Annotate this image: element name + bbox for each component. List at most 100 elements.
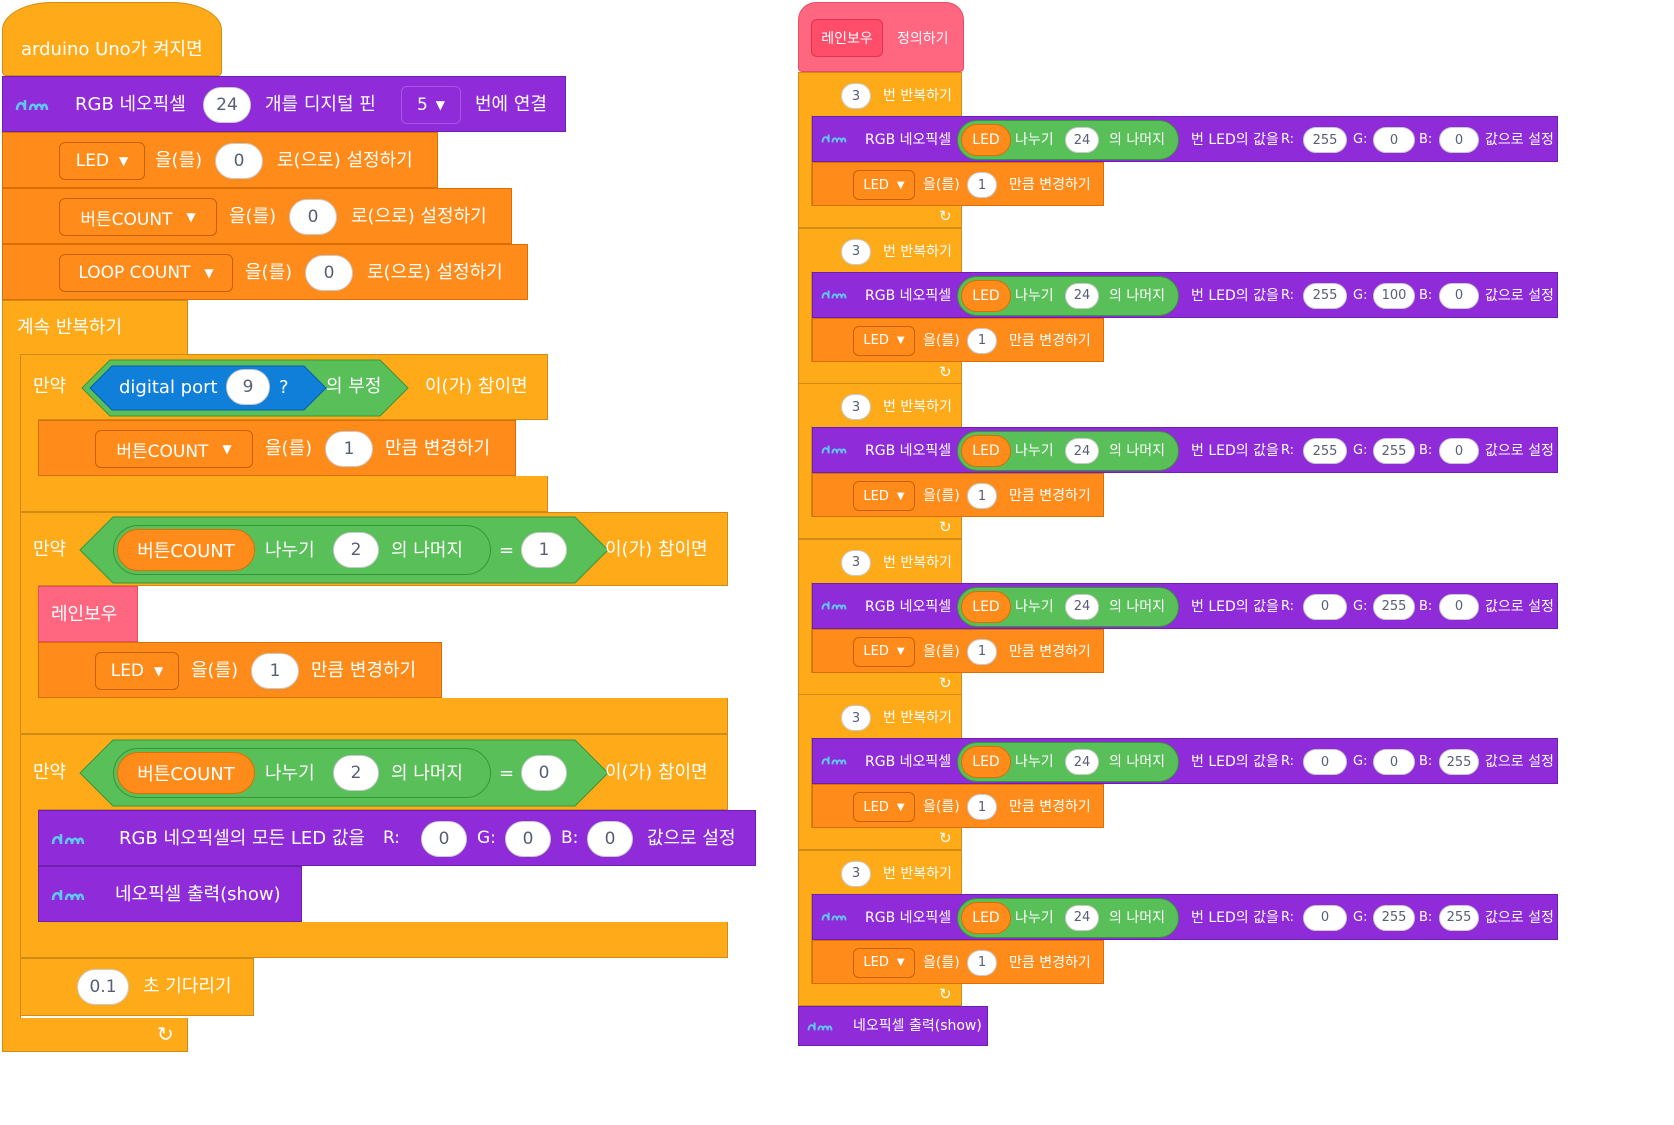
divisor-input[interactable]: 2 [333,755,379,791]
r-input[interactable]: 255 [1303,127,1347,153]
value-input[interactable]: 0 [215,143,263,179]
wait-block[interactable]: 0.1 초 기다리기 [20,958,254,1016]
value-input[interactable]: 1 [967,638,997,665]
when-arduino-on-hat-block[interactable]: arduino Uno가 켜지면 [2,2,222,76]
b-input[interactable]: 0 [1439,127,1479,153]
divisor-input[interactable]: 24 [1065,749,1099,775]
repeat-times-input[interactable]: 3 [841,238,871,265]
r-input[interactable]: 0 [421,821,467,857]
b-input[interactable]: 0 [1439,282,1479,309]
g-input[interactable]: 255 [1373,438,1415,464]
variable-dropdown[interactable]: LED▼ [853,636,915,667]
variable-dropdown[interactable]: 버튼COUNT ▼ [95,430,253,468]
if-block-2[interactable]: 만약 버튼COUNT 나누기 2 의 나머지 = 1 이(가) 참이면 [20,512,728,586]
value-input[interactable]: 1 [967,483,997,509]
forever-block[interactable]: 계속 반복하기 [2,300,188,356]
define-rainbow-block[interactable]: 레인보우 정의하기 [798,2,964,72]
rainbow-call-block[interactable]: 레인보우 [38,586,138,642]
r-input[interactable]: 0 [1303,749,1347,775]
port-input[interactable]: 9 [226,369,270,405]
variable-dropdown[interactable]: LED▼ [853,170,915,200]
divisor-input[interactable]: 24 [1065,904,1099,931]
value-input[interactable]: 1 [967,949,997,976]
variable-reporter[interactable]: 버튼COUNT [117,529,255,571]
variable-reporter[interactable]: LED [961,590,1011,623]
divisor-input[interactable]: 24 [1065,127,1099,153]
define-name-reporter[interactable]: 레인보우 [811,19,883,57]
r-input[interactable]: 255 [1303,282,1347,309]
variable-dropdown[interactable]: LED▼ [853,792,915,822]
r-input[interactable]: 0 [1303,593,1347,620]
variable-reporter[interactable]: LED [961,435,1011,467]
if-block-3[interactable]: 만약 버튼COUNT 나누기 2 의 나머지 = 0 이(가) 참이면 [20,734,728,810]
set-all-leds-block[interactable]: RGB 네오픽셀의 모든 LED 값을 R: 0 G: 0 B: 0 값으로 설… [38,810,756,866]
repeat-times-input[interactable]: 3 [841,394,871,420]
repeat-times-input[interactable]: 3 [841,705,871,731]
set-loop-count-block[interactable]: LOOP COUNT ▼ 을(를) 0 로(으로) 설정하기 [2,244,528,300]
divisor-input[interactable]: 24 [1065,438,1099,464]
change-button-count-block[interactable]: 버튼COUNT ▼ 을(를) 1 만큼 변경하기 [38,420,516,476]
variable-reporter[interactable]: 버튼COUNT [117,752,255,794]
repeat-times-input[interactable]: 3 [841,549,871,576]
r-input[interactable]: 255 [1303,438,1347,464]
rhs-input[interactable]: 0 [521,755,567,791]
value-input[interactable]: 1 [967,327,997,354]
r-input[interactable]: 0 [1303,904,1347,931]
rainbow-show-block[interactable]: 네오픽셀 출력(show) [798,1006,988,1046]
value-input[interactable]: 0 [305,255,353,291]
b-input[interactable]: 0 [1439,593,1479,620]
g-input[interactable]: 0 [1373,127,1415,153]
value-input[interactable]: 0 [289,199,337,235]
repeat-times-input[interactable]: 3 [841,83,871,109]
variable-reporter[interactable]: LED [961,746,1011,778]
change-led-block[interactable]: LED ▼ 을(를) 1 만큼 변경하기 [38,642,442,698]
variable-dropdown[interactable]: LED ▼ [95,652,179,690]
variable-dropdown[interactable]: 버튼COUNT ▼ [59,198,217,236]
variable-dropdown[interactable]: LED▼ [853,947,915,978]
neopixel-count-input[interactable]: 24 [203,87,251,123]
variable-dropdown[interactable]: LED▼ [853,325,915,356]
g-input[interactable]: 255 [1373,593,1415,620]
rhs-input[interactable]: 1 [521,532,567,568]
repeat-times-input[interactable]: 3 [841,860,871,887]
g-input[interactable]: 0 [505,821,551,857]
set-led-block[interactable]: LED ▼ 을(를) 0 로(으로) 설정하기 [2,132,438,188]
set-button-count-block[interactable]: 버튼COUNT ▼ 을(를) 0 로(으로) 설정하기 [2,188,512,244]
variable-dropdown[interactable]: LOOP COUNT ▼ [59,254,233,292]
pin-dropdown[interactable]: 5 ▼ [401,86,461,124]
variable-reporter[interactable]: LED [961,901,1011,934]
neopixel-show-block[interactable]: 네오픽셀 출력(show) [38,866,302,922]
g-input[interactable]: 0 [1373,749,1415,775]
if-block-1[interactable]: 만약 digital port 9 ? 의 부정 이(가) 참이면 [20,354,548,420]
divisor-input[interactable]: 24 [1065,282,1099,309]
variable-dropdown[interactable]: LED▼ [853,481,915,511]
variable-reporter[interactable]: LED [961,279,1011,312]
b-input[interactable]: 0 [587,821,633,857]
variable-dropdown[interactable]: LED ▼ [59,142,145,180]
value-input[interactable]: 1 [325,431,373,467]
value-input[interactable]: 1 [251,653,299,689]
divisor-input[interactable]: 2 [333,532,379,568]
b-input[interactable]: 255 [1439,749,1479,775]
variable-reporter[interactable]: LED [961,124,1011,156]
wait-seconds-input[interactable]: 0.1 [77,969,129,1005]
b-input[interactable]: 0 [1439,438,1479,464]
g-input[interactable]: 100 [1373,282,1415,309]
